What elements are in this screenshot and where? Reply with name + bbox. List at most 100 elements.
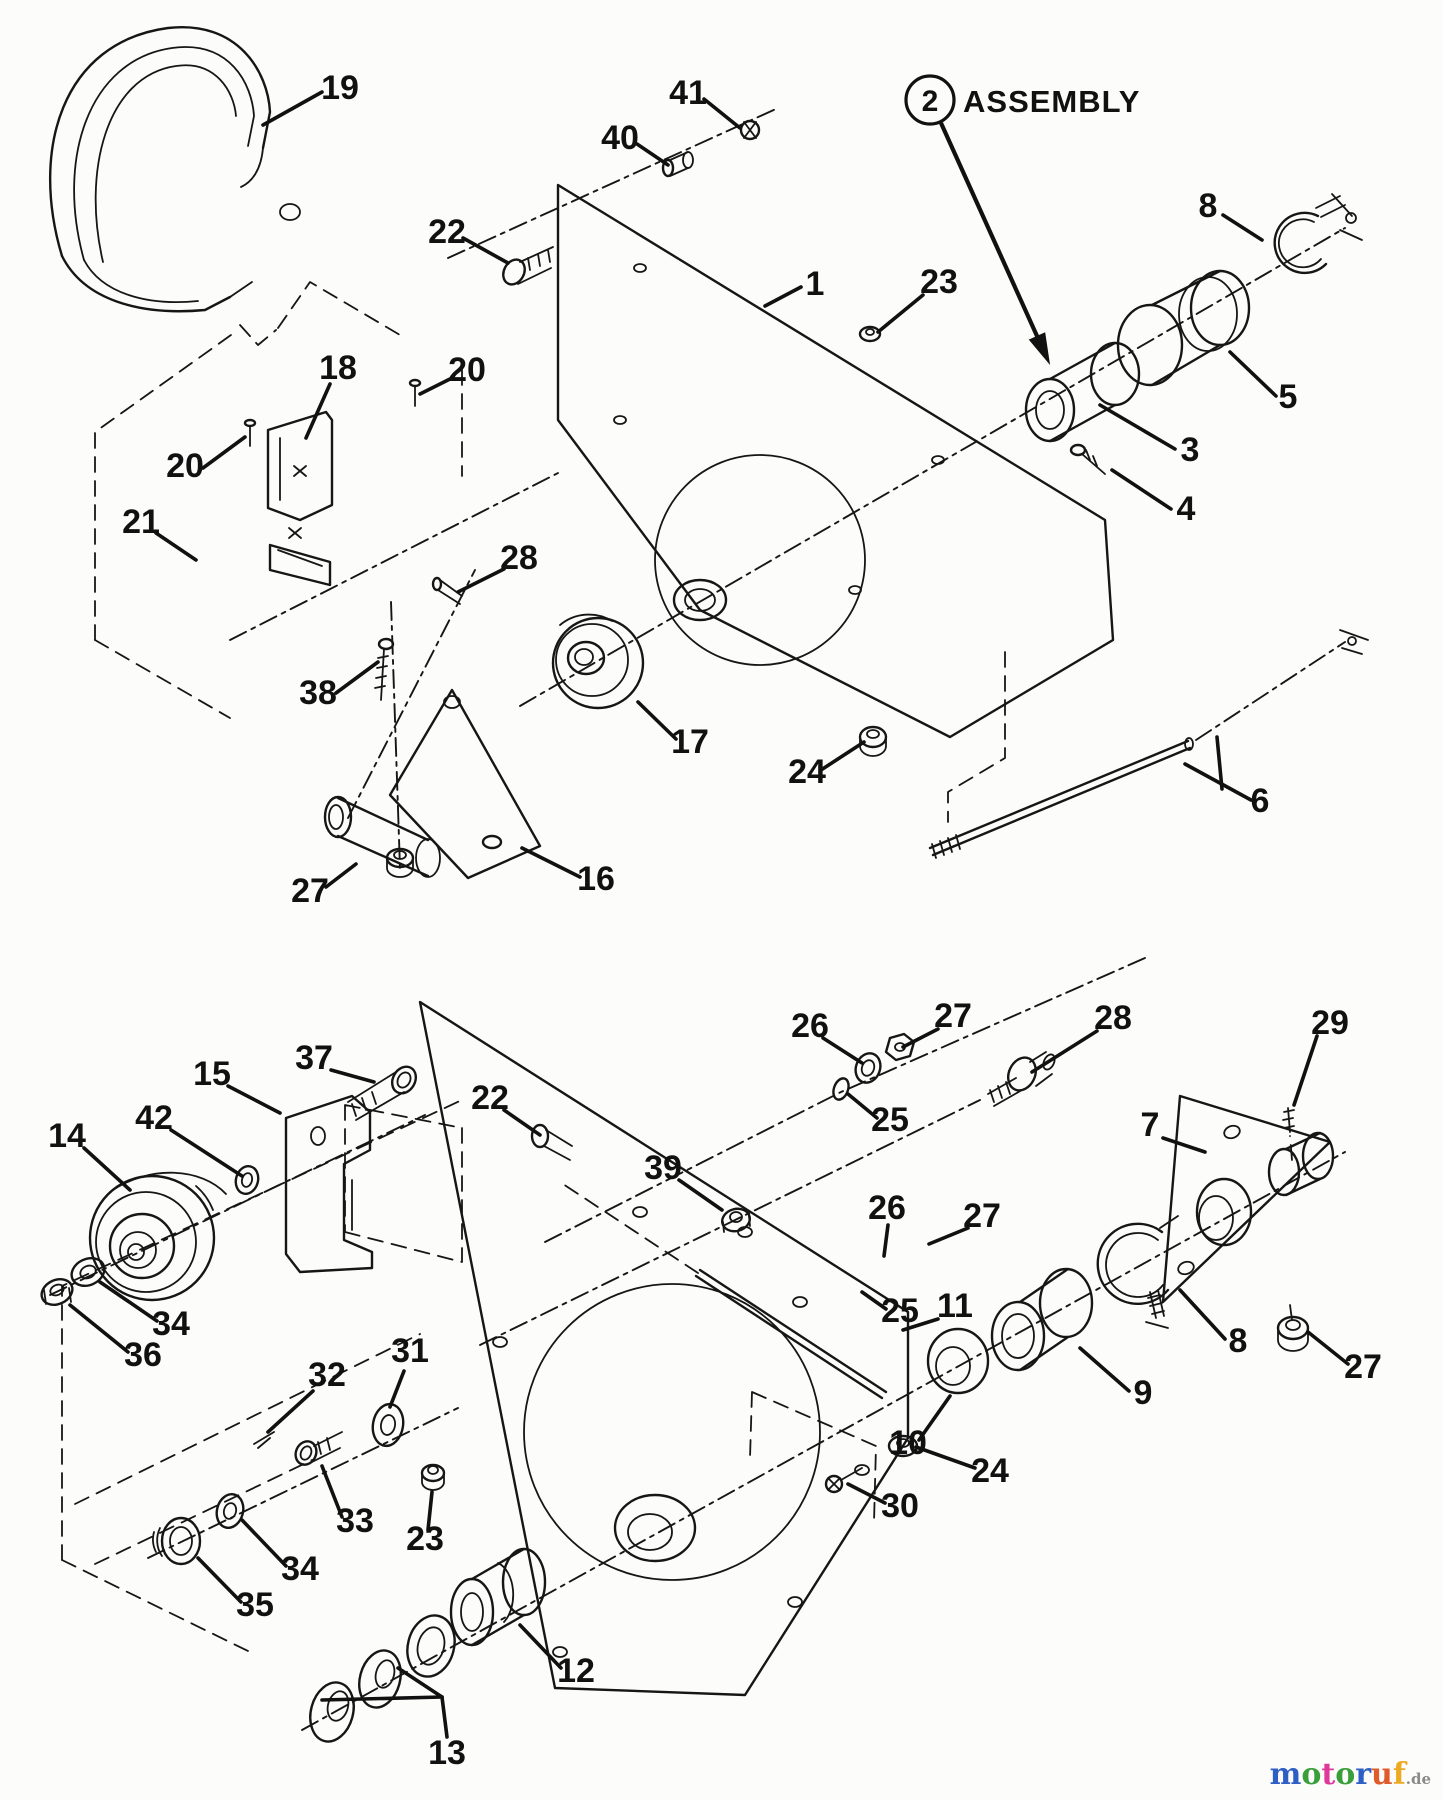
callout-3: 3 [1098, 403, 1199, 469]
callout-number: 38 [299, 674, 337, 712]
callout-22: 22 [471, 1079, 542, 1137]
callout-number: 35 [236, 1586, 274, 1624]
callout-34: 34 [98, 1280, 190, 1343]
leader-line [846, 1482, 887, 1505]
leader-line [1161, 1136, 1207, 1154]
callout-number: 11 [937, 1287, 973, 1325]
leader-line [388, 1369, 406, 1409]
callout-number: 13 [428, 1734, 466, 1772]
phantom-outline-mid [947, 651, 1006, 823]
callout-number: 36 [124, 1336, 162, 1374]
leader-line [261, 90, 324, 127]
callout-number: 18 [319, 349, 357, 387]
leader-line [860, 1290, 888, 1311]
callout-23: 23 [876, 263, 958, 334]
callout-20: 20 [418, 351, 486, 396]
leader-line [763, 285, 803, 308]
leader-line [819, 740, 866, 772]
leader-line [882, 1223, 890, 1258]
callout-number: 17 [671, 723, 709, 761]
callout-27: 27 [927, 1197, 1001, 1246]
pivot-axis-top [347, 569, 476, 819]
callout-number: 33 [336, 1502, 374, 1540]
callout-number: 42 [135, 1099, 173, 1137]
leader-line [677, 1178, 724, 1212]
leader-line [1221, 213, 1264, 242]
assembly-circle-number: 2 [922, 85, 939, 118]
callout-number: 14 [48, 1117, 86, 1155]
main-plate-part [556, 183, 1115, 739]
callout-number: 16 [577, 860, 615, 898]
callout-19: 19 [261, 69, 359, 127]
callout-number: 27 [934, 997, 972, 1035]
housing-panel-part [418, 1000, 910, 1697]
pivot-bracket-part [323, 601, 542, 880]
callout-number: 20 [166, 447, 204, 485]
callout-25: 25 [860, 1290, 919, 1330]
leader-line [1215, 735, 1224, 791]
callout-21: 21 [122, 503, 198, 562]
callout-14: 14 [48, 1117, 132, 1192]
leader-line [518, 1623, 563, 1670]
leader-line [1030, 1029, 1099, 1074]
leader-line [635, 142, 670, 167]
leader-line [1183, 762, 1253, 802]
callout-6: 6 [1183, 735, 1269, 820]
leader-line [1228, 350, 1278, 398]
leader-line [927, 1226, 970, 1246]
callout-34: 34 [240, 1518, 319, 1588]
leader-line [502, 1108, 542, 1137]
watermark-letter: r [1355, 1757, 1372, 1792]
leader-line [1098, 403, 1177, 451]
callout-25: 25 [846, 1092, 909, 1139]
callout-41: 41 [669, 74, 742, 130]
callout-number: 5 [1279, 378, 1298, 416]
callout-number: 32 [308, 1356, 346, 1394]
leader-line [324, 862, 358, 889]
leader-line [418, 377, 452, 396]
adjust-rod-part [928, 629, 1369, 859]
assembly-arrowhead [1028, 332, 1051, 366]
leader-line [169, 1128, 244, 1178]
callout-40: 40 [601, 119, 670, 167]
leader-line [196, 1556, 243, 1604]
callout-24: 24 [914, 1445, 1009, 1490]
callout-38: 38 [299, 660, 380, 712]
callout-37: 37 [295, 1039, 376, 1084]
callout-number: 22 [428, 213, 466, 251]
watermark-letter: m [1269, 1757, 1302, 1792]
callout-26: 26 [868, 1189, 906, 1258]
hinge-bracket-part [229, 378, 561, 641]
callout-13: 13 [320, 1666, 466, 1772]
callout-number: 21 [122, 503, 160, 541]
leader-line [320, 1695, 444, 1702]
callout-32: 32 [266, 1356, 346, 1434]
belt-guard-part [49, 25, 301, 313]
phantom-panel-top [94, 281, 463, 719]
watermark-letter: u [1371, 1757, 1393, 1792]
callout-number: 20 [448, 351, 486, 389]
idler-bracket-part [234, 1065, 418, 1274]
callout-number: 30 [881, 1487, 919, 1525]
leader-line [520, 846, 582, 879]
bolt-axis-top [447, 107, 779, 259]
callout-24: 24 [788, 740, 866, 791]
callout-28: 28 [1030, 999, 1132, 1074]
watermark-logo: motoruf.de [1270, 1757, 1431, 1792]
callout-number: 10 [889, 1424, 927, 1462]
leader-line [456, 567, 506, 594]
leader-line [82, 1146, 132, 1192]
callout-number: 41 [669, 74, 707, 112]
callout-number: 1 [806, 265, 825, 303]
callout-36: 36 [68, 1303, 162, 1374]
callout-16: 16 [520, 846, 615, 898]
assembly-arrow [939, 122, 1048, 357]
callout-5: 5 [1228, 350, 1298, 416]
callout-22: 22 [428, 213, 510, 265]
leader-line [702, 97, 742, 130]
callout-27: 27 [291, 862, 358, 910]
callout-23: 23 [406, 1490, 444, 1558]
callout-8: 8 [1199, 187, 1264, 242]
